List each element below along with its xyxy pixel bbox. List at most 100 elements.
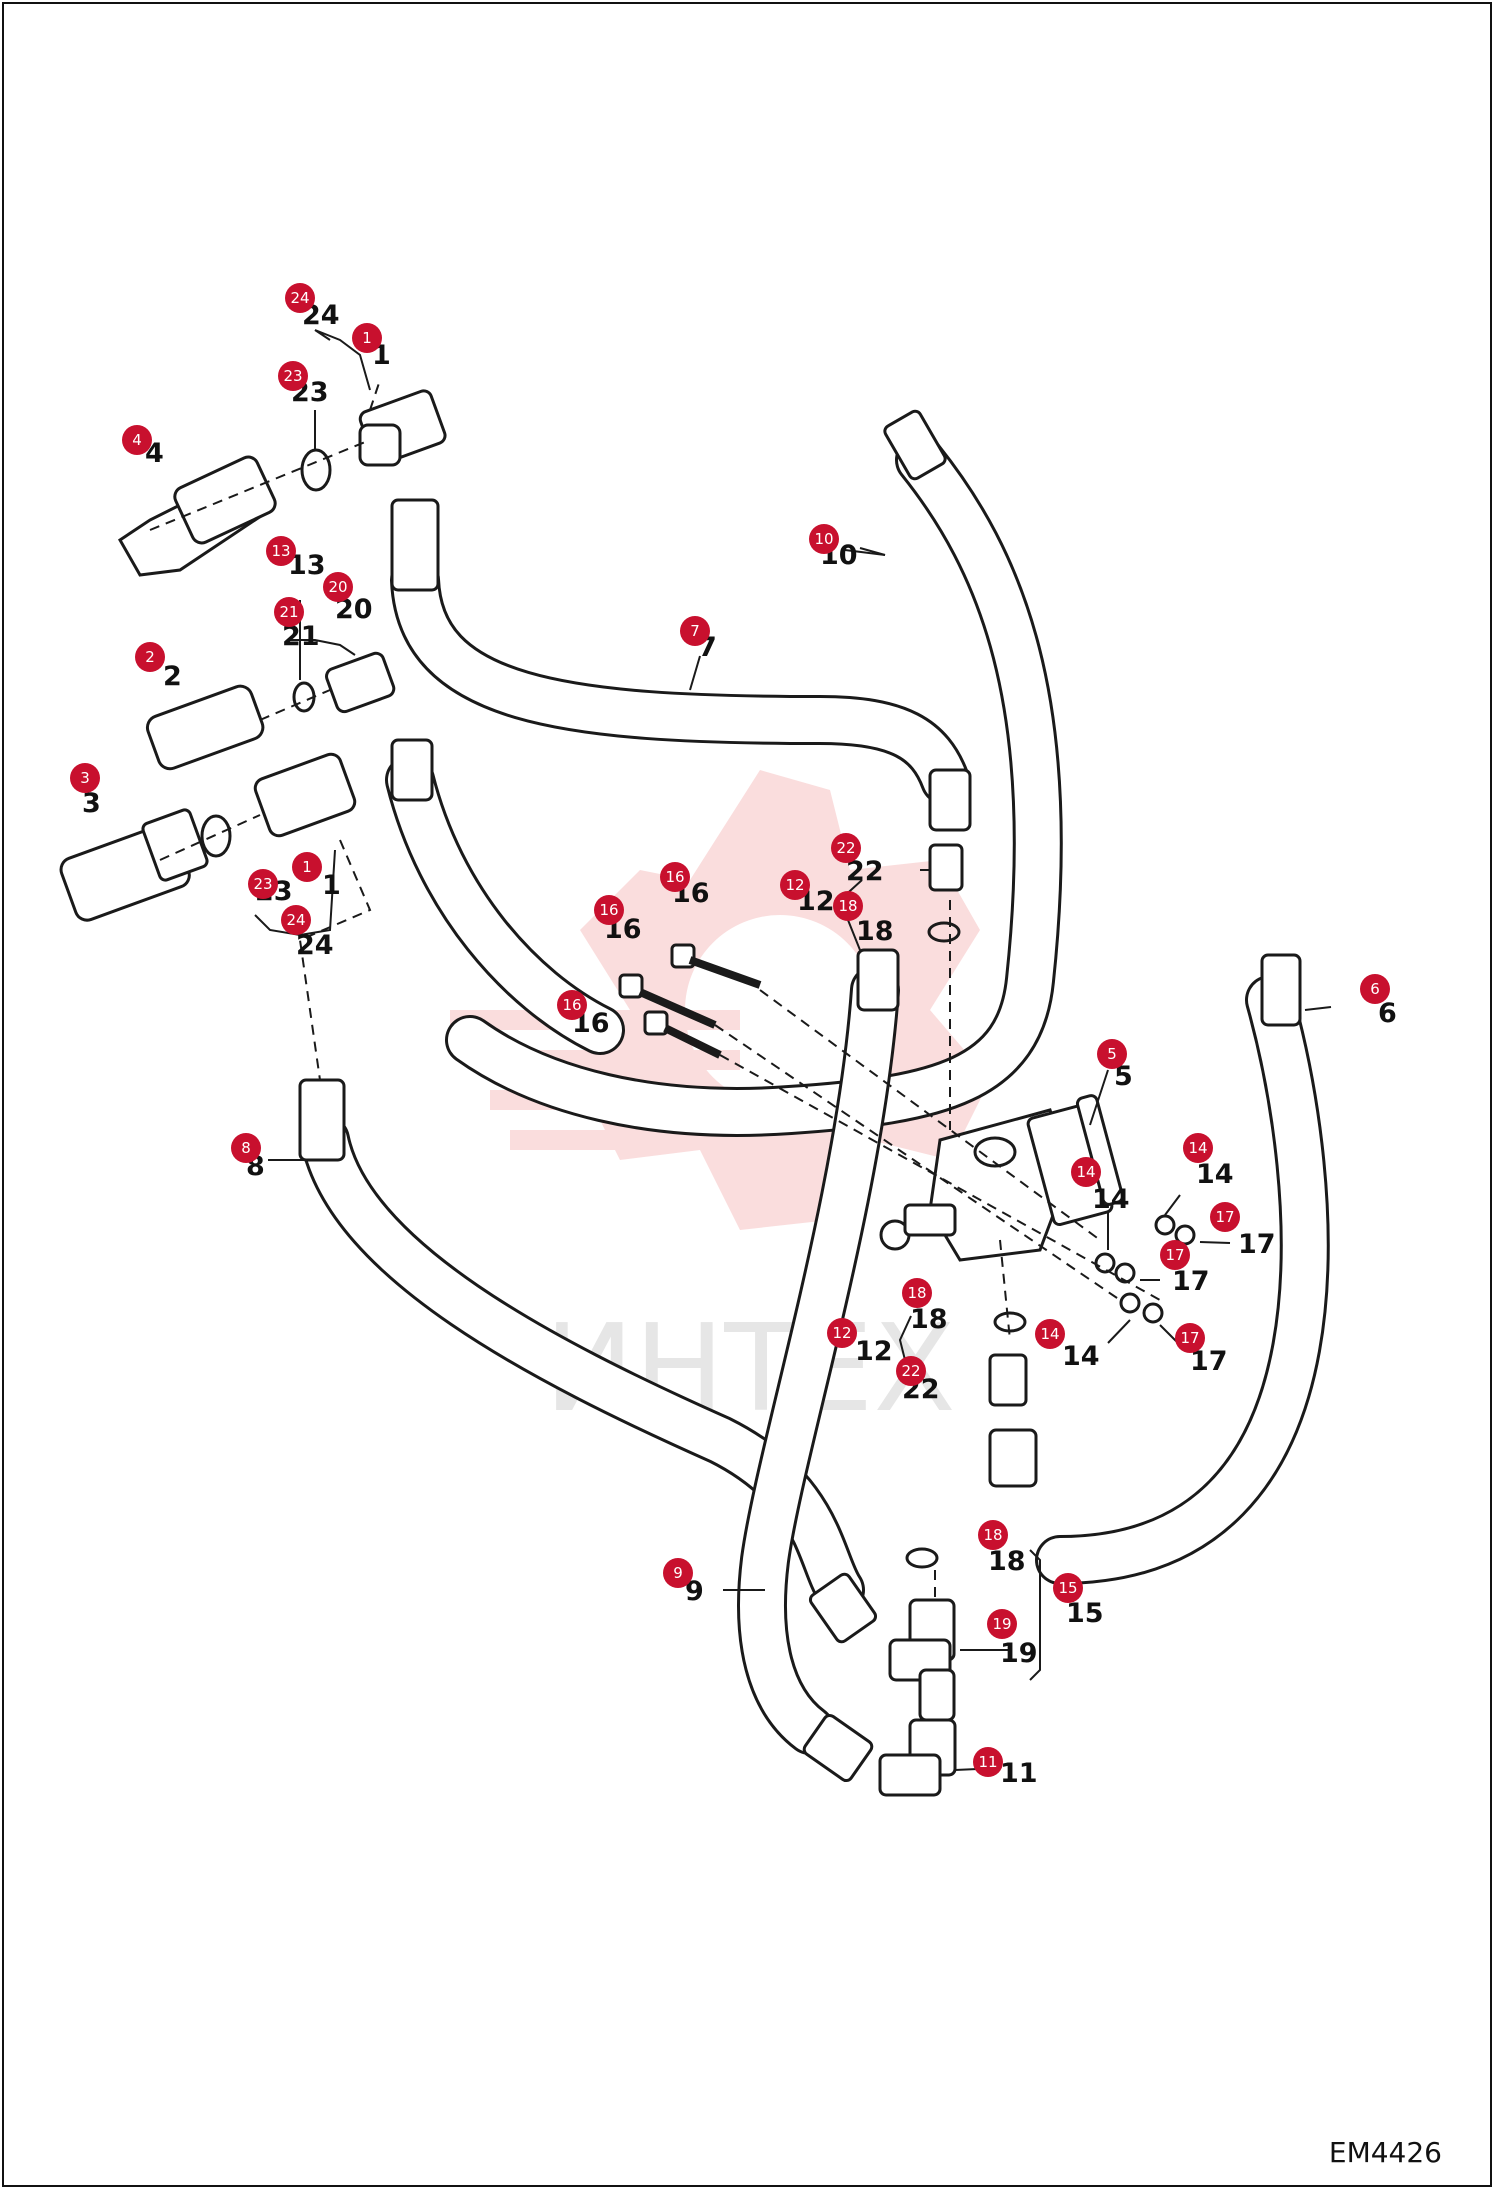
badge-5: 5: [1097, 1039, 1127, 1069]
hose-8-nut-lower: [808, 1572, 878, 1644]
badge-11: 11: [973, 1747, 1003, 1777]
badge-24: 24: [285, 283, 315, 313]
o-ring-18-lower: [905, 1547, 939, 1569]
o-ring-18-mid: [993, 1311, 1027, 1333]
badge-16: 16: [594, 895, 624, 925]
hose-7: [390, 555, 970, 805]
badge-20: 20: [323, 572, 353, 602]
hose-8-nut: [298, 1078, 346, 1162]
badge-17: 17: [1160, 1240, 1190, 1270]
badge-21: 21: [274, 597, 304, 627]
badge-6: 6: [1360, 974, 1390, 1004]
label-15: 15: [1066, 1598, 1104, 1629]
badge-14: 14: [1035, 1319, 1065, 1349]
bolt-16-c: [643, 1010, 722, 1059]
hose-8: [300, 1115, 865, 1615]
svg-text:14: 14: [1040, 1325, 1059, 1343]
hose-9-nut-lower: [802, 1713, 874, 1783]
badge-22: 22: [831, 833, 861, 863]
svg-text:9: 9: [673, 1564, 683, 1582]
svg-text:20: 20: [328, 578, 347, 596]
adapter-22-upper: [928, 843, 964, 892]
badge-17: 17: [1210, 1202, 1240, 1232]
label-9: 9: [685, 1576, 704, 1607]
svg-text:24: 24: [290, 289, 309, 307]
hose-10-nut: [883, 409, 947, 481]
part-numbers: 24 1 23 4 1 3 20 21 2 3 1 23 24 10 7 22 1…: [82, 300, 1397, 1789]
badge-10: 10: [809, 524, 839, 554]
coupler-2: [145, 684, 265, 771]
label-24: 24: [296, 930, 334, 961]
label-3: 3: [82, 788, 101, 819]
svg-text:14: 14: [1076, 1163, 1095, 1181]
svg-text:15: 15: [1058, 1579, 1077, 1597]
svg-text:23: 23: [283, 367, 302, 385]
svg-text:10: 10: [814, 530, 833, 548]
label-18: 18: [988, 1546, 1026, 1577]
svg-text:19: 19: [992, 1615, 1011, 1633]
coupler-3: [59, 808, 209, 922]
washer-14-a: [1154, 1214, 1176, 1236]
label-14: 14: [1196, 1159, 1234, 1190]
badge-1: 1: [352, 323, 382, 353]
badge-7: 7: [680, 616, 710, 646]
badge-18: 18: [902, 1278, 932, 1308]
svg-text:12: 12: [832, 1324, 851, 1342]
svg-text:17: 17: [1180, 1329, 1199, 1347]
badge-18: 18: [833, 891, 863, 921]
label-17: 17: [1238, 1229, 1276, 1260]
nut-17-b: [1114, 1262, 1136, 1284]
badge-18: 18: [978, 1520, 1008, 1550]
nut-17-c: [1142, 1302, 1164, 1324]
badge-8: 8: [231, 1133, 261, 1163]
badge-12: 12: [827, 1318, 857, 1348]
tee-19: [888, 1598, 956, 1722]
badge-2: 2: [135, 642, 165, 672]
svg-text:18: 18: [983, 1526, 1002, 1544]
svg-text:22: 22: [836, 839, 855, 857]
hose-7-nut: [390, 498, 440, 592]
svg-text:16: 16: [562, 996, 581, 1014]
label-19: 19: [1000, 1638, 1038, 1669]
badge-23: 23: [278, 361, 308, 391]
label-2: 2: [163, 661, 182, 692]
valve-block-5: [879, 1094, 1125, 1262]
o-ring-23-top: [300, 448, 332, 492]
svg-text:21: 21: [279, 603, 298, 621]
badge-1-lower: 1: [292, 852, 322, 882]
svg-text:12: 12: [785, 876, 804, 894]
label-18: 18: [910, 1304, 948, 1335]
bolt-16-b: [618, 973, 717, 1029]
hose-6: [1035, 975, 1330, 1585]
svg-text:1: 1: [362, 329, 372, 347]
svg-text:17: 17: [1165, 1246, 1184, 1264]
label-14: 14: [1062, 1341, 1100, 1372]
label-14: 14: [1092, 1184, 1130, 1215]
svg-text:18: 18: [838, 897, 857, 915]
hose-9-nut: [856, 948, 900, 1012]
svg-text:3: 3: [80, 769, 90, 787]
label-1: 1: [322, 870, 341, 901]
hose-16-nut: [390, 738, 434, 802]
label-18: 18: [856, 916, 894, 947]
hose-9: [737, 965, 900, 1755]
label-11: 11: [1000, 1758, 1038, 1789]
o-ring-18-upper: [927, 921, 961, 943]
bolt-16-a: [670, 943, 762, 989]
washer-14-c: [1119, 1292, 1141, 1314]
label-17: 17: [1172, 1266, 1210, 1297]
svg-text:23: 23: [253, 875, 272, 893]
svg-text:4: 4: [132, 431, 142, 449]
svg-text:7: 7: [690, 622, 700, 640]
o-ring-23-lower: [200, 814, 232, 858]
elbow-11: [878, 1718, 957, 1797]
svg-text:1: 1: [302, 858, 312, 876]
adapter-22-lower: [988, 1353, 1028, 1407]
badge-15: 15: [1053, 1573, 1083, 1603]
badge-4: 4: [122, 425, 152, 455]
elbow-1-top: [358, 389, 447, 467]
badge-16: 16: [557, 990, 587, 1020]
svg-text:24: 24: [286, 911, 305, 929]
label-6: 6: [1378, 998, 1397, 1029]
